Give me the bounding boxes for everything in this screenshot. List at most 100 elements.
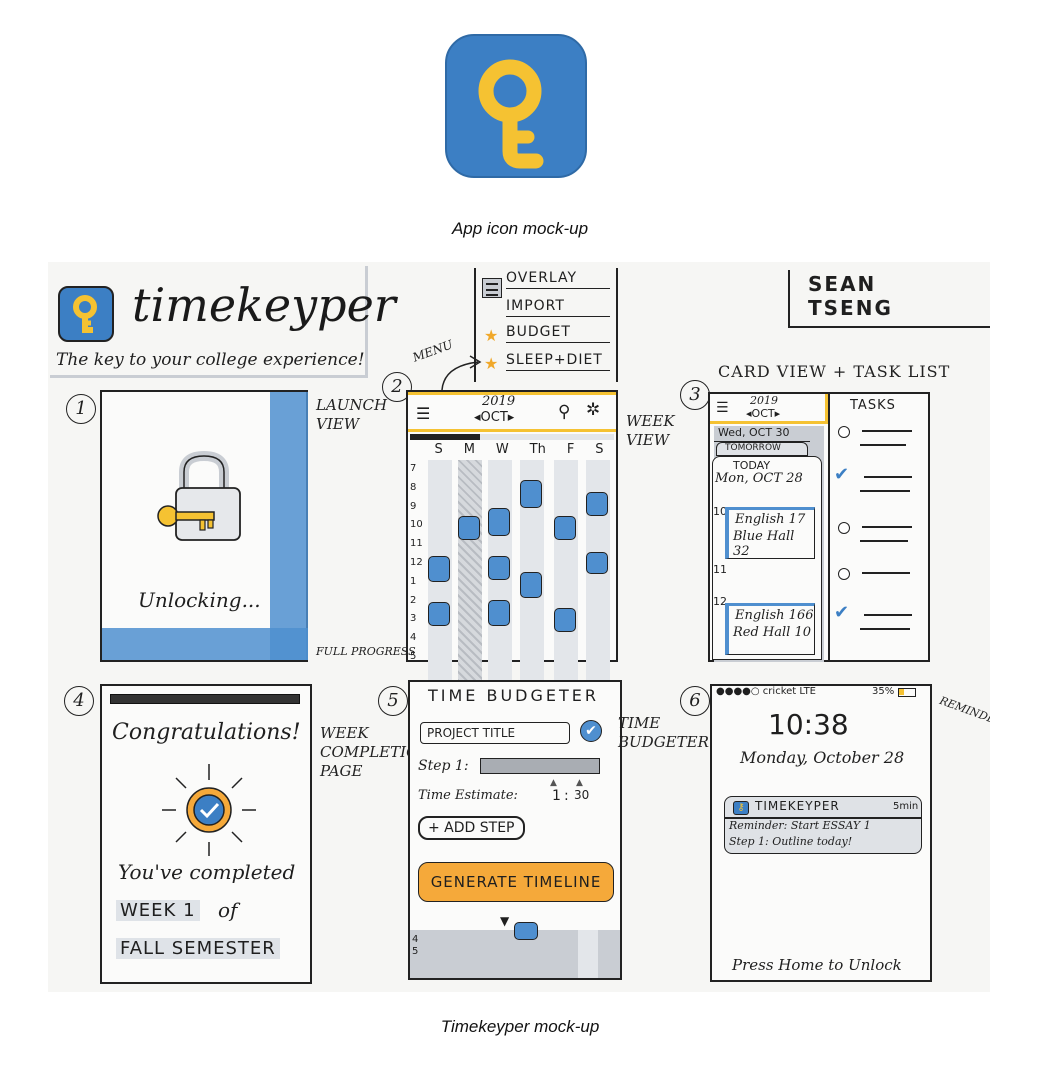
arrow-icon xyxy=(441,355,482,391)
progress-bar xyxy=(410,434,480,440)
stepper-up-icon[interactable]: ▲ xyxy=(550,778,557,788)
collapse-arrow-icon[interactable]: ▼ xyxy=(500,914,510,928)
notification-time: 5min xyxy=(893,801,919,812)
battery-percent: 35% xyxy=(872,686,895,697)
task-checkbox[interactable] xyxy=(838,568,850,580)
confirm-check-icon[interactable]: ✔ xyxy=(580,720,602,742)
calendar-event[interactable] xyxy=(554,608,576,632)
step-input[interactable] xyxy=(480,758,600,774)
time-budgeter-annotation: TIME BUDGETER xyxy=(618,714,709,751)
hour-label: 2 xyxy=(410,594,417,606)
check-icon[interactable]: ✔ xyxy=(834,602,850,623)
screen-launch: Unlocking... xyxy=(100,390,308,662)
week-view-annotation: WEEK VIEW xyxy=(626,412,675,449)
event-location: Blue Hall 32 xyxy=(733,529,795,559)
calendar-event[interactable] xyxy=(520,480,542,508)
month-label: OCT xyxy=(751,407,775,420)
star-icon: ★ xyxy=(484,326,499,345)
full-progress-bar xyxy=(110,694,300,704)
lock-date: Monday, October 28 xyxy=(740,748,905,767)
reminder-line-2: Step 1: Outline today! xyxy=(729,835,853,848)
day-label: F xyxy=(566,442,575,457)
card-today[interactable]: TODAY Mon, OCT 28 10 English 17 Blue Hal… xyxy=(712,456,822,660)
calendar-event[interactable] xyxy=(488,508,510,536)
task-checkbox[interactable] xyxy=(838,522,850,534)
generate-timeline-button[interactable]: GENERATE TIMELINE xyxy=(418,862,614,902)
step-label: Step 1: xyxy=(418,758,469,774)
settings-icon[interactable]: ✲ xyxy=(586,400,601,420)
screen-number: 3 xyxy=(680,380,710,410)
year-label: 2019 xyxy=(482,394,516,409)
calendar-event[interactable] xyxy=(586,552,608,574)
hamburger-icon[interactable]: ☰ xyxy=(416,404,431,423)
reminder-line-1: Reminder: Start ESSAY 1 xyxy=(729,819,871,832)
hamburger-icon[interactable] xyxy=(482,278,502,298)
star-icon: ★ xyxy=(484,354,499,373)
calendar-event[interactable] xyxy=(458,516,480,540)
event-title: English 17 xyxy=(735,512,806,527)
press-home-text[interactable]: Press Home to Unlock xyxy=(732,956,902,974)
carrier-status: ●●●●○ cricket LTE xyxy=(716,686,816,697)
time-estimate-label: Time Estimate: xyxy=(418,788,518,803)
full-progress-annotation: FULL PROGRESS xyxy=(316,645,416,658)
budgeter-title: TIME BUDGETER xyxy=(428,686,600,705)
calendar-event[interactable] xyxy=(554,516,576,540)
event-location: Red Hall 10 xyxy=(733,625,812,640)
day-label: Th xyxy=(529,442,546,457)
calendar-event[interactable] xyxy=(488,600,510,626)
event-card[interactable]: English 166 Red Hall 10 xyxy=(725,603,815,655)
hour-label: 4 xyxy=(410,632,417,644)
hour-label: 11 xyxy=(410,538,423,550)
check-icon[interactable]: ✔ xyxy=(834,464,850,485)
hour-label: 10 xyxy=(713,505,727,518)
caption-mockup: Timekeyper mock-up xyxy=(440,1017,600,1036)
search-icon[interactable]: ⚲ xyxy=(558,402,571,422)
project-title-field[interactable]: PROJECT TITLE xyxy=(420,722,570,744)
of-text: of xyxy=(218,898,238,922)
minutes-value: 30 xyxy=(574,788,590,802)
week-grid[interactable] xyxy=(424,460,616,690)
card-date: Mon, OCT 28 xyxy=(715,471,803,486)
day-header: S M W Th F S xyxy=(424,442,614,457)
menu-item-import[interactable]: IMPORT xyxy=(506,298,610,317)
calendar-event[interactable] xyxy=(488,556,510,580)
card-tomorrow[interactable]: TOMORROW xyxy=(716,442,808,456)
brand-name: timekeyper xyxy=(132,278,396,332)
calendar-event[interactable] xyxy=(520,572,542,598)
screen-week-completion: Congratulations! You've completed WEEK 1… xyxy=(100,684,312,984)
screen-time-budgeter: TIME BUDGETER PROJECT TITLE ✔ Step 1: Ti… xyxy=(408,680,622,980)
calendar-event[interactable] xyxy=(428,556,450,582)
event-card[interactable]: English 17 Blue Hall 32 xyxy=(725,507,815,559)
hour-label: 4 xyxy=(412,934,419,945)
hour-axis: 7 8 9 10 11 12 1 2 3 4 5 xyxy=(410,460,423,667)
month-selector[interactable]: ◂OCT▸ xyxy=(474,410,515,425)
menu-item-budget[interactable]: BUDGET xyxy=(506,324,610,343)
caption-app-icon: App icon mock-up xyxy=(451,219,589,238)
screen-number: 6 xyxy=(680,686,710,716)
stepper-up-icon[interactable]: ▲ xyxy=(576,778,583,788)
menu-item-overlay[interactable]: OVERLAY xyxy=(506,270,610,289)
month-selector[interactable]: ◂OCT▸ xyxy=(746,407,781,420)
semester-label: FALL SEMESTER xyxy=(116,938,280,959)
hour-label: 9 xyxy=(410,500,417,512)
reminder-notification[interactable]: ⚷ TIMEKEYPER 5min Reminder: Start ESSAY … xyxy=(724,796,922,854)
tasks-header: TASKS xyxy=(850,398,896,413)
hamburger-icon[interactable]: ☰ xyxy=(716,400,729,416)
task-checkbox[interactable] xyxy=(838,426,850,438)
calendar-event[interactable] xyxy=(586,492,608,516)
add-step-button[interactable]: + ADD STEP xyxy=(418,816,525,840)
launch-view-annotation: LAUNCH VIEW xyxy=(316,396,388,433)
menu-item-sleep-diet[interactable]: SLEEP+DIET xyxy=(506,352,610,371)
hour-label: 1 xyxy=(410,575,417,587)
screen-number: 5 xyxy=(378,686,408,716)
hour-label: 3 xyxy=(410,613,417,625)
card-view-title: CARD VIEW + TASK LIST xyxy=(718,362,951,381)
screen-card-view: ☰ 2019 ◂OCT▸ Wed, OCT 30 TOMORROW TODAY … xyxy=(708,392,930,662)
card-wed[interactable]: Wed, OCT 30 xyxy=(714,426,810,442)
sketch-sheet: timekeyper The key to your college exper… xyxy=(48,262,990,992)
week-completion-annotation: WEEK COMPLETION PAGE xyxy=(320,724,432,780)
checkmark-badge-icon xyxy=(154,760,264,864)
calendar-event[interactable] xyxy=(428,602,450,626)
week-preview: 4 5 xyxy=(410,922,620,978)
day-label: M xyxy=(463,442,475,457)
